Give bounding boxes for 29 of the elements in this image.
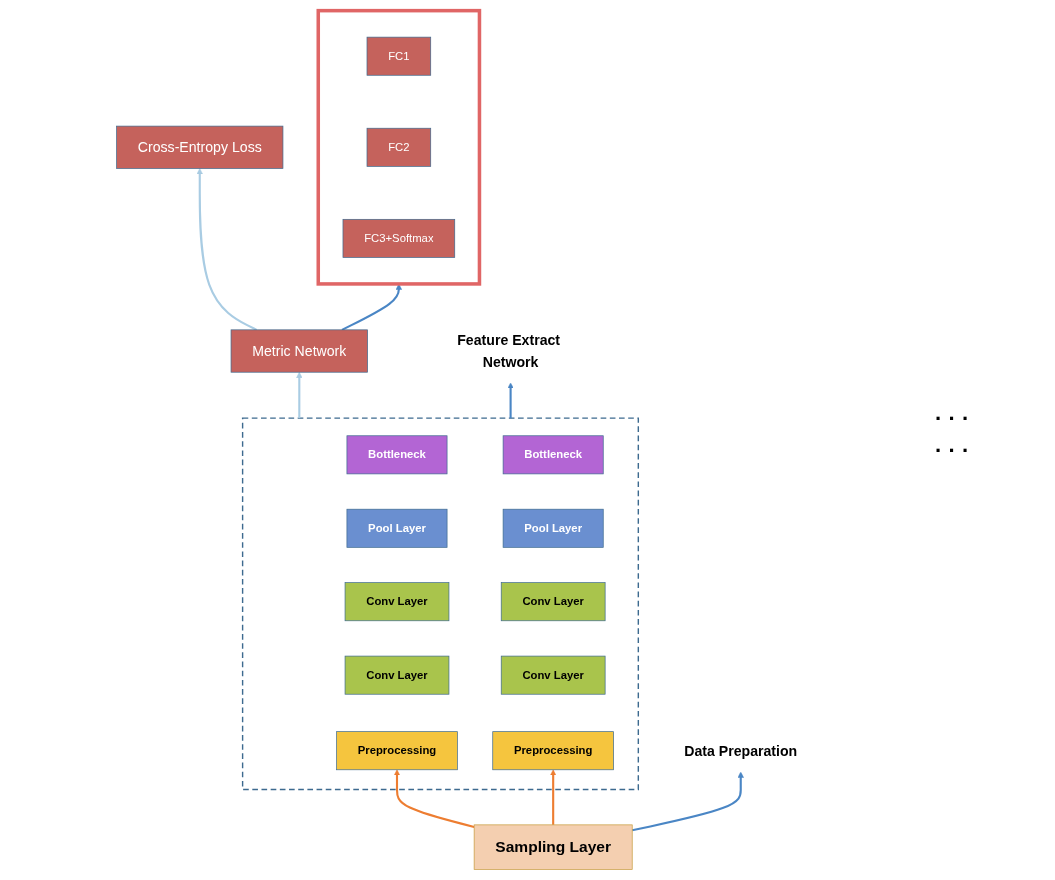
node-text: Feature Extract Network <box>457 332 561 370</box>
node-box: Preprocessing <box>492 731 614 771</box>
node-box: Conv Layer <box>344 655 450 695</box>
arrow <box>632 771 744 832</box>
ellipsis-mark: · · · <box>935 438 971 464</box>
node-box: Bottleneck <box>502 435 604 475</box>
cluster <box>241 417 640 791</box>
node-box: Preprocessing <box>336 731 458 771</box>
node-box: Conv Layer <box>500 655 606 695</box>
node-box: FC1 <box>366 36 432 76</box>
node-box: FC2 <box>366 127 432 167</box>
node-box: Metric Network <box>230 329 368 373</box>
arrow <box>196 168 258 331</box>
node-text: Data Preparation <box>684 742 798 759</box>
node-box: Pool Layer <box>346 508 448 548</box>
node-box: Conv Layer <box>344 582 450 622</box>
node-box: FC3+Softmax <box>342 218 456 258</box>
node-box: Bottleneck <box>346 435 448 475</box>
arrow <box>393 769 475 828</box>
node-box: Conv Layer <box>500 582 606 622</box>
node-box: Cross-Entropy Loss <box>116 125 284 169</box>
arrow <box>550 769 557 825</box>
ellipsis-mark: · · · <box>935 406 971 432</box>
node-box: Sampling Layer <box>473 824 633 870</box>
arrow <box>296 371 303 419</box>
arrow <box>507 382 514 419</box>
node-box: Pool Layer <box>502 508 604 548</box>
cluster <box>316 8 482 286</box>
arrow <box>341 283 402 331</box>
